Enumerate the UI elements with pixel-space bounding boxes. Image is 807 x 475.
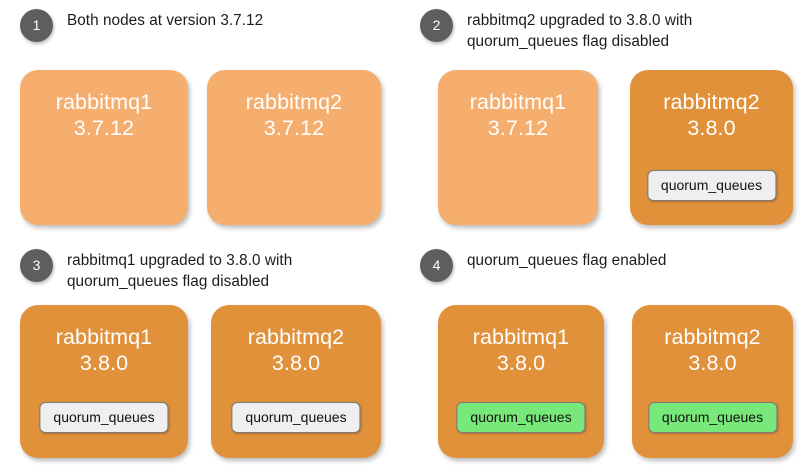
panel-4-header: 4 quorum_queues flag enabled [420,248,666,282]
node-card-rabbitmq2[interactable]: rabbitmq2 3.7.12 [207,70,381,225]
node-version: 3.8.0 [496,351,546,375]
feature-flag-badge[interactable]: quorum_queues [456,402,586,433]
panel-1-header: 1 Both nodes at version 3.7.12 [20,8,263,42]
node-card-rabbitmq1[interactable]: rabbitmq1 3.7.12 [20,70,188,225]
step-panel-4: 4 quorum_queues flag enabled rabbitmq1 3… [400,240,807,475]
node-name: rabbitmq1 [472,325,570,349]
feature-flag-badge[interactable]: quorum_queues [647,402,778,433]
node-name: rabbitmq2 [247,325,345,349]
node-card-rabbitmq1[interactable]: rabbitmq1 3.8.0 quorum_queues [438,305,604,458]
node-name: rabbitmq1 [55,325,153,349]
node-version: 3.7.12 [487,116,549,140]
node-version: 3.8.0 [687,116,736,140]
step-number-badge: 2 [420,9,453,42]
node-version: 3.8.0 [271,351,321,375]
feature-flag-badge[interactable]: quorum_queues [39,402,169,433]
node-name: rabbitmq1 [55,90,153,114]
step-number-badge: 1 [20,9,53,42]
node-card-rabbitmq2[interactable]: rabbitmq2 3.8.0 quorum_queues [632,305,793,458]
step-number-badge: 3 [20,249,53,282]
panel-2-header: 2 rabbitmq2 upgraded to 3.8.0 with quoru… [420,8,692,52]
step-panel-2: 2 rabbitmq2 upgraded to 3.8.0 with quoru… [400,0,807,240]
step-panel-1: 1 Both nodes at version 3.7.12 rabbitmq1… [0,0,400,240]
node-name: rabbitmq2 [664,325,761,349]
node-version: 3.7.12 [263,116,325,140]
node-card-rabbitmq2[interactable]: rabbitmq2 3.8.0 quorum_queues [211,305,381,458]
step-number-badge: 4 [420,249,453,282]
node-card-rabbitmq1[interactable]: rabbitmq1 3.7.12 [438,70,598,225]
node-card-rabbitmq1[interactable]: rabbitmq1 3.8.0 quorum_queues [20,305,188,458]
step-panel-3: 3 rabbitmq1 upgraded to 3.8.0 with quoru… [0,240,400,475]
step-caption: quorum_queues flag enabled [467,252,667,269]
node-name: rabbitmq2 [663,90,760,114]
node-version: 3.8.0 [79,351,129,375]
node-version: 3.7.12 [73,116,135,140]
feature-flag-badge[interactable]: quorum_queues [231,402,361,433]
feature-flag-badge[interactable]: quorum_queues [646,170,777,201]
step-caption: rabbitmq1 upgraded to 3.8.0 with quorum_… [67,252,293,290]
step-caption: rabbitmq2 upgraded to 3.8.0 with quorum_… [467,12,693,50]
node-name: rabbitmq1 [469,90,567,114]
node-name: rabbitmq2 [245,90,343,114]
node-version: 3.8.0 [688,351,737,375]
step-caption: Both nodes at version 3.7.12 [67,12,264,29]
panel-3-header: 3 rabbitmq1 upgraded to 3.8.0 with quoru… [20,248,292,292]
node-card-rabbitmq2[interactable]: rabbitmq2 3.8.0 quorum_queues [630,70,793,225]
